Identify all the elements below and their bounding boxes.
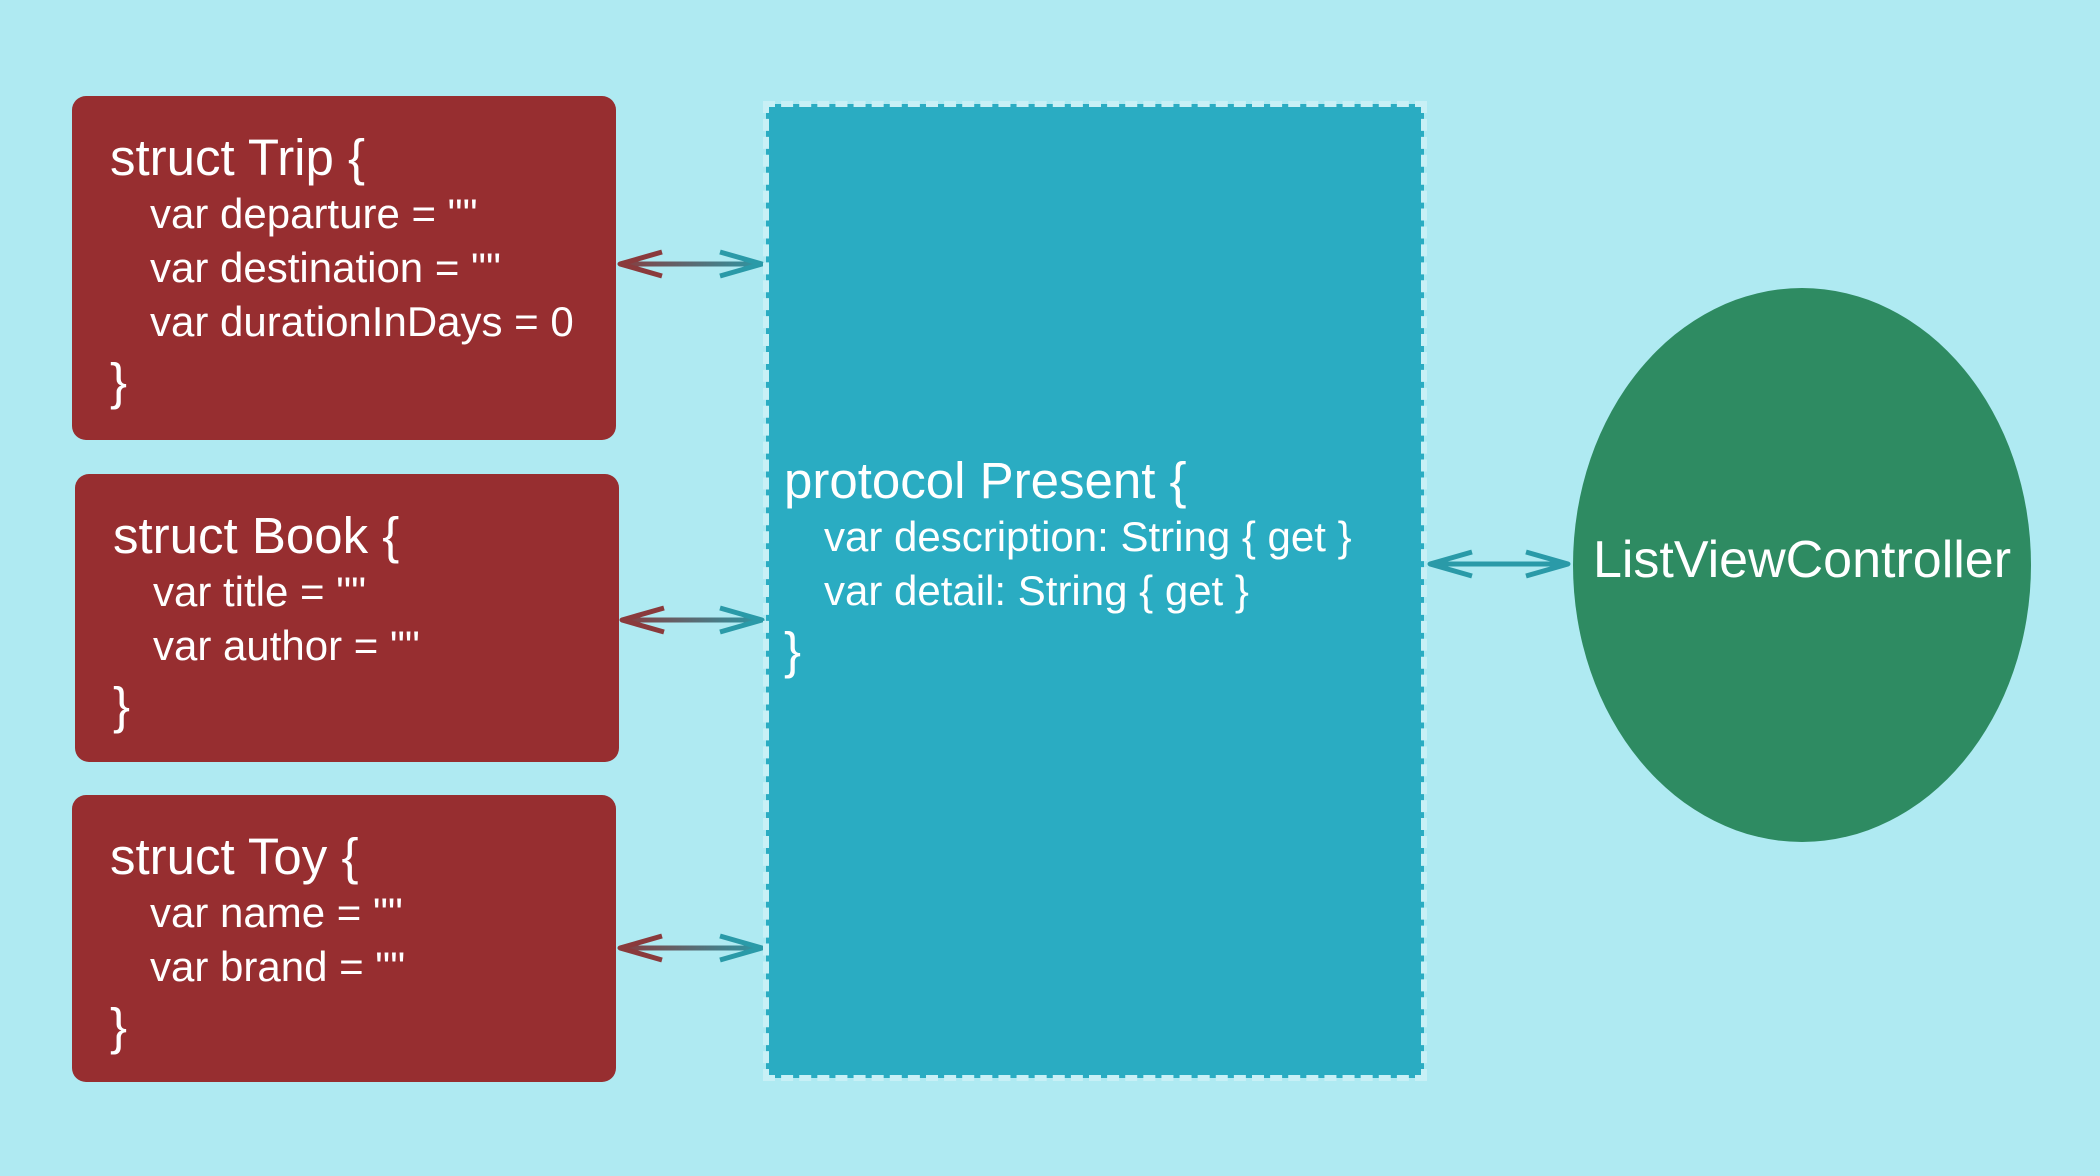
struct-trip-header: struct Trip { [110, 129, 366, 186]
struct-book-box: struct Book { var title = "" var author … [75, 474, 619, 762]
protocol-close-brace: } [784, 622, 802, 679]
struct-trip-field-departure: var departure = "" [150, 190, 478, 237]
struct-trip-field-destination: var destination = "" [150, 244, 501, 291]
arrow-book-protocol [619, 605, 765, 635]
struct-trip-field-duration: var durationInDays = 0 [150, 298, 574, 345]
struct-toy-header: struct Toy { [110, 828, 359, 885]
arrow-protocol-controller [1427, 549, 1571, 579]
list-view-controller-node: ListViewController [1573, 288, 2031, 842]
struct-toy-box: struct Toy { var name = "" var brand = "… [72, 795, 616, 1082]
protocol-header: protocol Present { [784, 452, 1187, 509]
struct-toy-field-brand: var brand = "" [150, 943, 406, 990]
struct-book-field-author: var author = "" [153, 622, 420, 669]
struct-toy-close-brace: } [110, 998, 128, 1055]
protocol-present-box: protocol Present { var description: Stri… [763, 101, 1427, 1081]
protocol-field-detail: var detail: String { get } [824, 567, 1249, 614]
arrow-trip-protocol [617, 249, 765, 279]
struct-trip-close-brace: } [110, 353, 128, 410]
struct-toy-field-name: var name = "" [150, 889, 403, 936]
struct-book-field-title: var title = "" [153, 568, 367, 615]
struct-trip-box: struct Trip { var departure = "" var des… [72, 96, 616, 440]
struct-book-header: struct Book { [113, 507, 400, 564]
protocol-field-description: var description: String { get } [824, 513, 1352, 560]
struct-book-close-brace: } [113, 677, 131, 734]
controller-label: ListViewController [1592, 531, 2012, 589]
arrow-toy-protocol [617, 933, 765, 963]
